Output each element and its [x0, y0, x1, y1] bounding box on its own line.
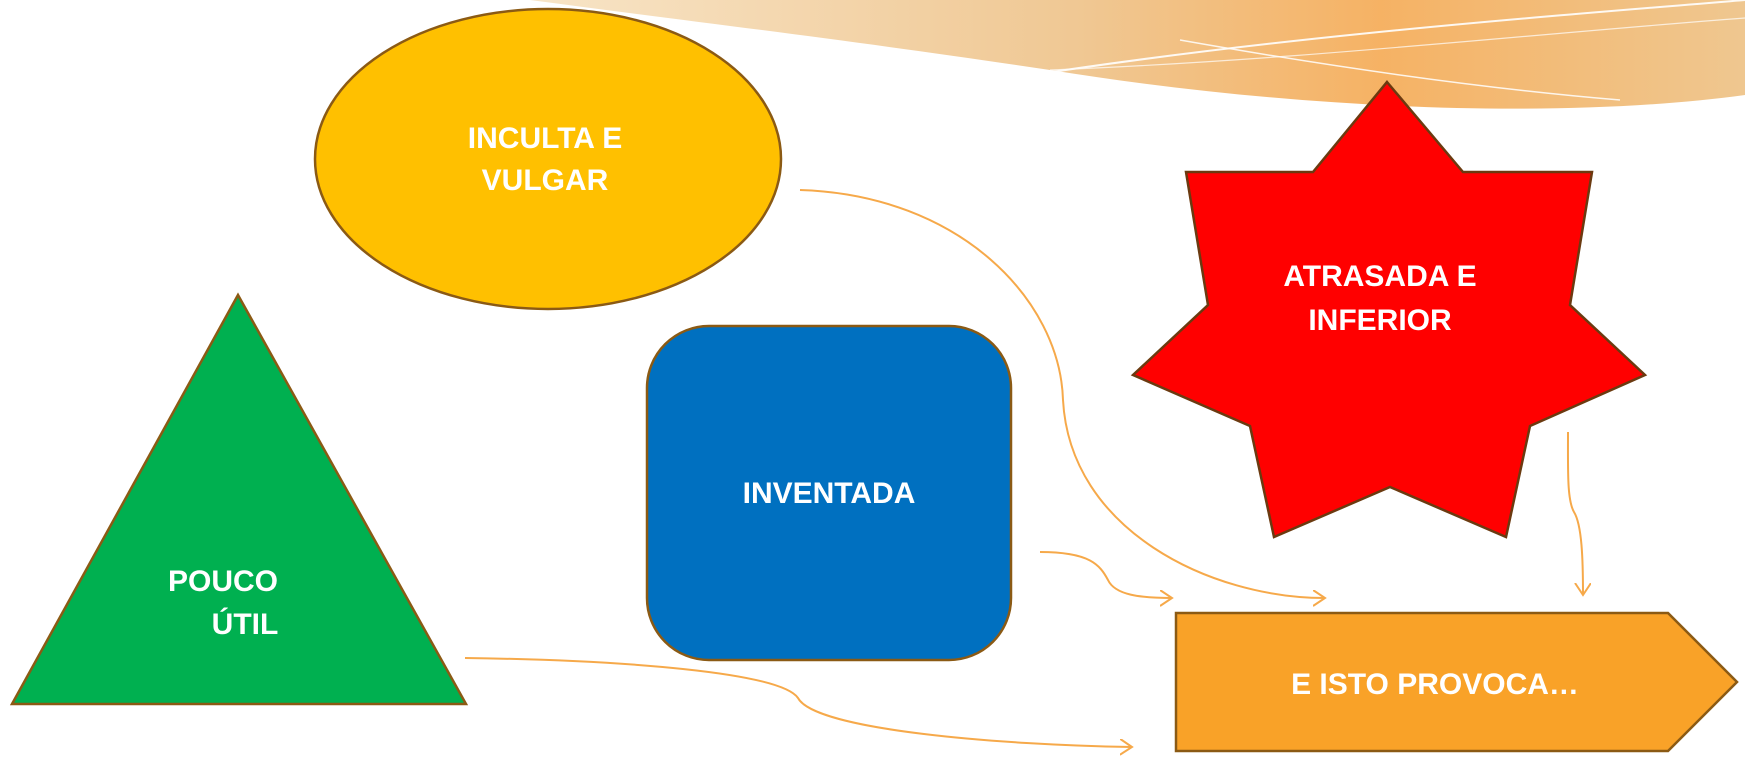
star-shape: ATRASADA E INFERIOR [1130, 80, 1648, 539]
decorative-banner [530, 0, 1745, 109]
rounded-box-shape: INVENTADA [645, 324, 1013, 662]
ellipse-label-line2: VULGAR [482, 164, 609, 197]
connector-triangle-to-arrow [464, 657, 1132, 747]
ellipse-shape: INCULTA E VULGAR [313, 7, 783, 311]
triangle-label-line2: ÚTIL [212, 607, 279, 641]
connector-star-to-arrow [1566, 431, 1583, 595]
triangle-shape: POUCO ÚTIL [9, 292, 469, 706]
star-label-line2: INFERIOR [1308, 304, 1452, 337]
pentagon-arrow-label: E ISTO PROVOCA… [1291, 668, 1579, 701]
connector-ellipse-to-arrow [799, 189, 1325, 598]
rounded-box-label: INVENTADA [743, 477, 916, 510]
ellipse-label-line1: INCULTA E [468, 122, 622, 155]
connector-box-to-arrow [1039, 551, 1172, 598]
pentagon-arrow-shape: E ISTO PROVOCA… [1174, 611, 1739, 753]
star-label-line1: ATRASADA E [1283, 260, 1476, 293]
triangle-label-line1: POUCO [168, 565, 278, 598]
